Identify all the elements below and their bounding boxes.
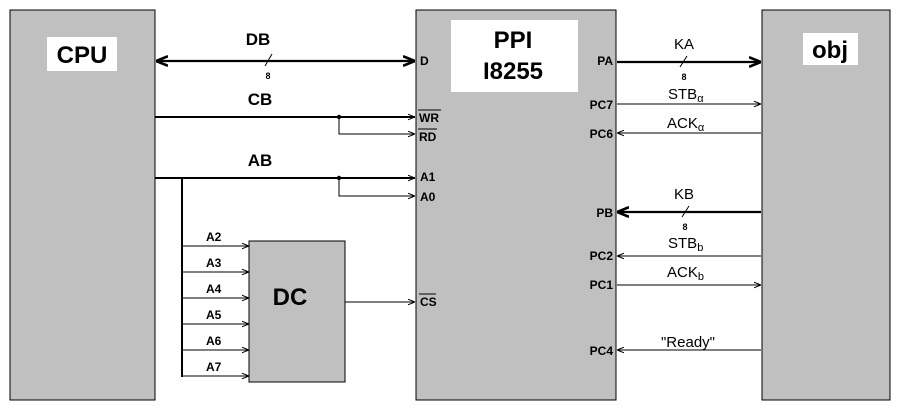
db-width-tick [264,53,273,67]
dc-label: DC [273,284,308,311]
cpu-label: CPU [57,42,108,69]
cpu-label-bg [47,37,117,71]
ka-label: KA [674,36,694,53]
ack-a-label: ACKα [667,115,705,134]
pin-pc6: PC6 [590,127,614,141]
ack-b-label: ACKb [667,264,704,283]
pin-cs: CS [420,295,437,309]
db-width-label: 8 [265,71,270,81]
pin-a0: A0 [420,190,436,204]
db-label: DB [246,30,271,49]
pin-pc4: PC4 [590,344,614,358]
addr-label-a2: A2 [206,230,222,244]
pin-pc2: PC2 [590,249,614,263]
obj-label: obj [812,37,848,64]
ab-a0-branch [338,178,415,196]
addr-label-a7: A7 [206,360,222,374]
ppi-title: PPI [494,27,533,54]
kb-width-tick [681,205,690,218]
stb-b-label: STBb [668,235,703,254]
ab-label: AB [248,151,273,170]
addr-label-a6: A6 [206,334,222,348]
cpu-block [9,9,156,401]
cb-label: CB [248,90,273,109]
dc-block [248,240,346,383]
ppi-label-bg [451,20,578,92]
pin-pc7: PC7 [590,98,614,112]
kb-label: KB [674,186,694,203]
stb-a-label: STBα [668,86,704,105]
obj-block [761,9,891,401]
ready-label: "Ready" [661,334,715,351]
pin-wr: WR [419,111,439,125]
pin-d: D [420,54,429,68]
addr-label-a4: A4 [206,282,222,296]
addr-label-a5: A5 [206,308,222,322]
pin-pc1: PC1 [590,278,614,292]
ka-width-tick [679,55,688,68]
kb-width-label: 8 [682,222,687,232]
pin-pa: PA [597,54,613,68]
pin-rd: RD [419,130,437,144]
pin-pb: PB [596,206,613,220]
addr-label-a3: A3 [206,256,222,270]
ka-width-label: 8 [681,72,686,82]
obj-label-bg [803,33,858,65]
ppi-model: I8255 [483,58,543,85]
cb-rd-branch [338,117,415,134]
pin-a1: A1 [420,170,436,184]
